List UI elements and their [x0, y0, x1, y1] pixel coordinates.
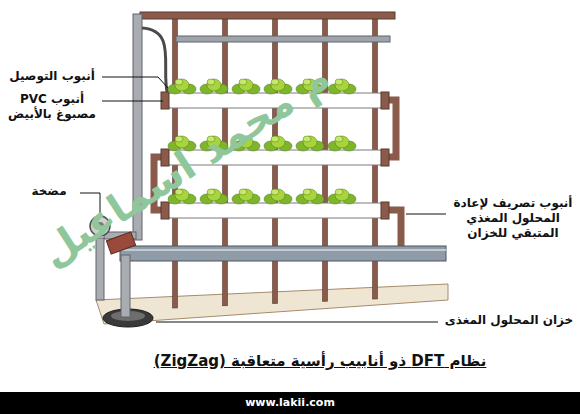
lettuce-leaf [207, 189, 215, 195]
tube-fitting [381, 149, 389, 166]
part-label: أنبوب تصريف لإعادة المحلول المغذي المتبق… [450, 196, 576, 241]
leader-line [156, 322, 438, 323]
lettuce-leaf [271, 136, 279, 142]
lettuce [328, 189, 356, 204]
lettuce-leaf [335, 79, 349, 91]
leader-line [406, 214, 446, 215]
part-label: مضخة [20, 184, 78, 199]
lettuce-leaf [271, 136, 285, 148]
part-label: أنبوب التوصيل [4, 69, 100, 84]
website-url: www.lakii.com [0, 396, 580, 410]
lettuce-leaf [271, 189, 285, 201]
lettuce-leaf [239, 189, 247, 195]
lettuce-leaf [207, 79, 221, 91]
lettuce-leaf [239, 79, 253, 91]
tube-fitting [381, 92, 389, 109]
lettuce-leaf [335, 79, 343, 85]
lettuce [200, 79, 228, 94]
lettuce [296, 136, 324, 151]
leader-line [102, 77, 168, 88]
lettuce-leaf [207, 79, 215, 85]
leader-line [102, 101, 163, 102]
tube-fitting [381, 202, 389, 219]
upper-pipe [176, 36, 390, 42]
top-beam [140, 12, 395, 19]
lettuce [232, 189, 260, 204]
lettuce [200, 189, 228, 204]
lettuce-leaf [335, 189, 349, 201]
lettuce-leaf [335, 136, 343, 142]
pvc-tube [165, 203, 385, 218]
connection-hose [142, 28, 168, 96]
lettuce-leaf [239, 79, 247, 85]
lettuce-leaf [303, 136, 311, 142]
nutrient-trough [120, 246, 446, 261]
footer-band [0, 392, 580, 414]
lettuce-leaf [239, 189, 253, 201]
lettuce-leaf [335, 136, 349, 148]
suction-pipe [121, 255, 130, 317]
lettuce-leaf [271, 189, 279, 195]
lettuce-leaf [303, 189, 317, 201]
part-label: خزان المحلول المغذى [442, 313, 576, 328]
lettuce [296, 189, 324, 204]
lettuce-leaf [335, 189, 343, 195]
lettuce [168, 79, 196, 94]
lettuce-leaf [303, 136, 317, 148]
lettuce-leaf [175, 79, 189, 91]
trough-highlight [120, 249, 446, 251]
lettuce-leaf [207, 189, 221, 201]
part-label: أنبوب PVC مصبوغ بالأبيض [4, 92, 100, 122]
lettuce [264, 189, 292, 204]
figure-caption: نظام DFT ذو أنابيب رأسية متعاقبة (ZigZag… [154, 352, 487, 371]
lettuce-leaf [175, 79, 183, 85]
lettuce [328, 136, 356, 151]
lettuce-leaf [303, 189, 311, 195]
